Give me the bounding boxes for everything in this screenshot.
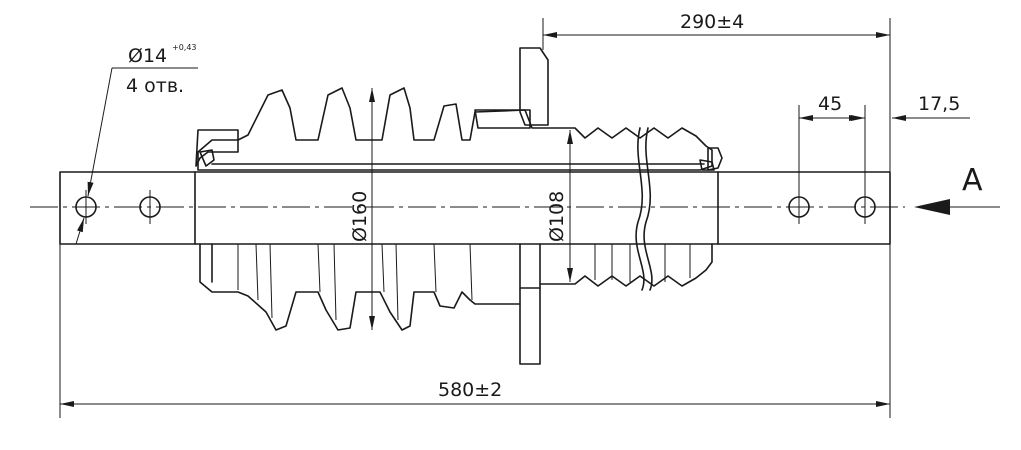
hole-right-1 [788,190,810,224]
rod-strip [59,171,891,245]
dim-label-edge-offset: 17,5 [918,93,960,115]
dim-label-core-diameter: Ø108 [546,191,568,242]
dim-edge-offset: 17,5 [838,93,970,121]
view-label: A [962,163,983,198]
mounting-holes [75,190,876,224]
hole-left-2 [139,190,161,224]
flange [474,47,549,365]
dim-label-flange-distance: 290±4 [680,11,744,33]
dim-label-total-length: 580±2 [438,379,502,401]
hole-right-2 [854,190,876,224]
dim-diameter-108: Ø108 [546,130,573,282]
dim-flange-distance: 290±4 [542,11,891,172]
dim-hole-spacing: 45 [798,93,866,195]
dim-label-hole-tolerance: +0,43 [172,43,197,52]
dim-total-length: 580±2 [59,244,891,418]
view-arrow-a: A [914,163,1000,215]
dim-label-hole-diameter: Ø14 [128,45,167,67]
dim-label-shed-diameter: Ø160 [349,191,371,242]
dim-hole-diameter: Ø14 +0,43 4 отв. [75,43,198,245]
dim-label-hole-spacing: 45 [818,93,842,115]
hole-left-1 [75,190,97,224]
insulator-upper-section [195,87,723,171]
break-lines [635,127,653,291]
insulator-lower-outline [199,243,713,331]
dim-label-hole-count: 4 отв. [126,75,184,97]
dim-diameter-160: Ø160 [349,88,375,330]
